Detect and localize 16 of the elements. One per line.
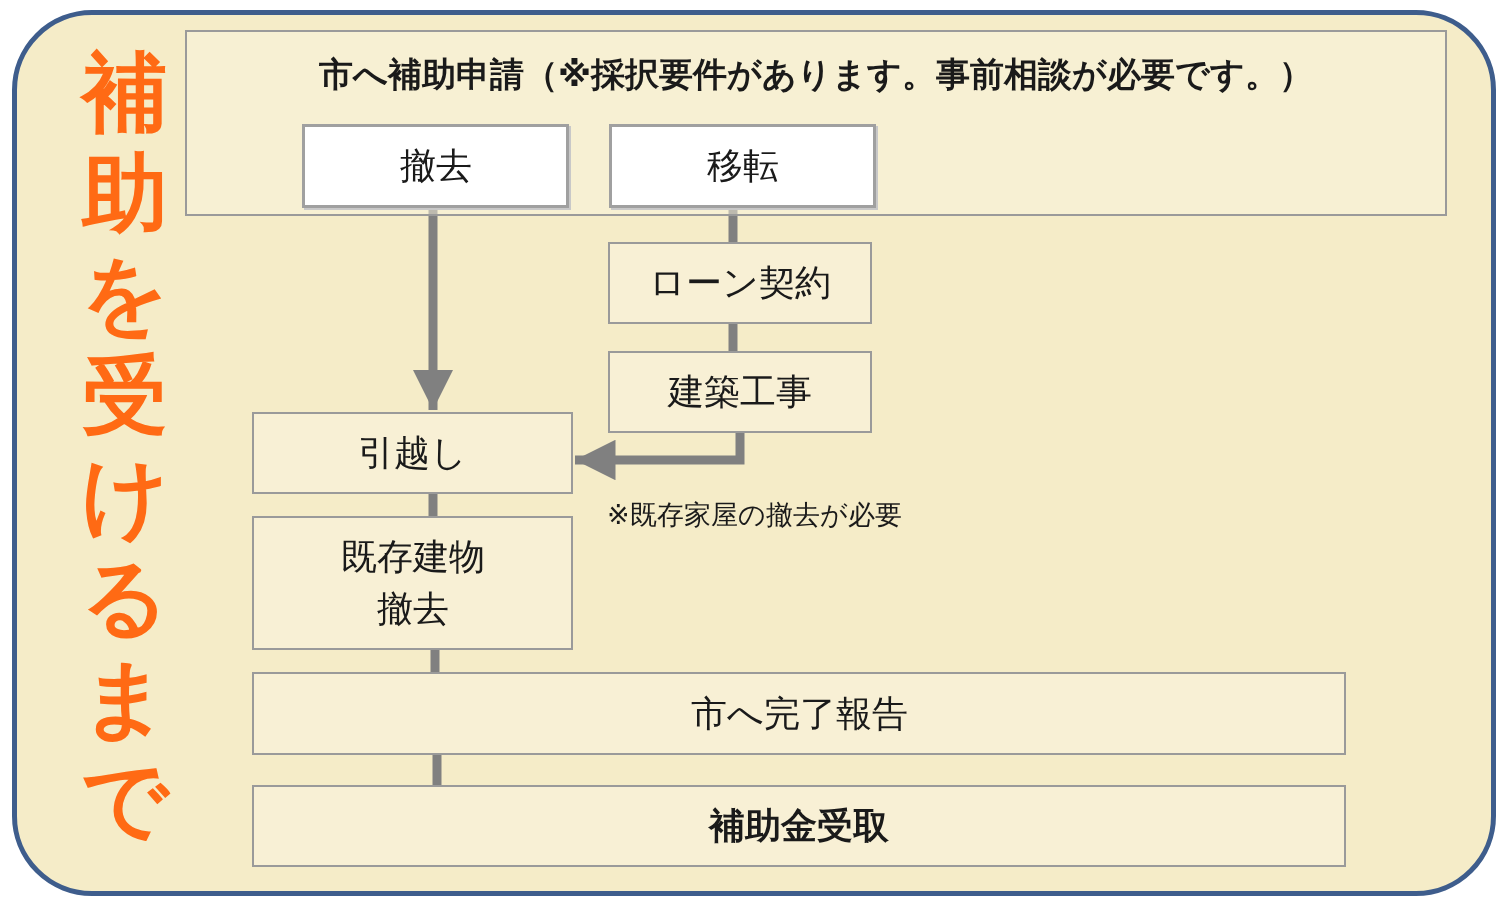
step-box: 市へ完了報告 (252, 672, 1346, 755)
connector-line (430, 650, 440, 672)
arrow (575, 433, 745, 481)
step-box: 撤去 (302, 124, 569, 208)
step-box: 補助金受取 (252, 785, 1346, 867)
step-box: 建築工事 (608, 351, 872, 433)
vertical-title: 補助を受けるまで (80, 42, 170, 850)
connector-line (728, 324, 738, 351)
note-text: ※既存家屋の撤去が必要 (607, 498, 902, 532)
step-box: ローン契約 (608, 242, 872, 324)
step-box: 既存建物撤去 (252, 516, 573, 650)
connector-line (428, 494, 438, 516)
connector-line (432, 755, 442, 785)
application-band: 市へ補助申請（※採択要件があります。事前相談が必要です。） 撤去 移転 (185, 30, 1447, 216)
step-box: 移転 (609, 124, 876, 208)
step-box: 引越し (252, 412, 573, 494)
